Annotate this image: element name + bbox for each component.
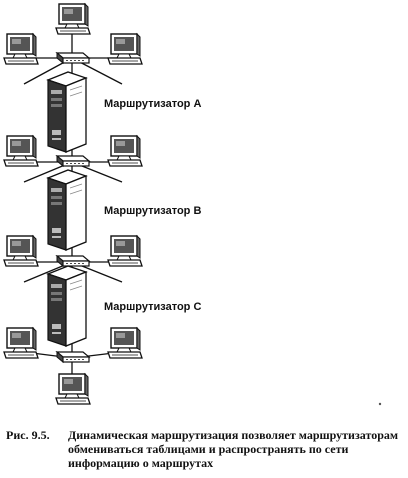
- speck: [378, 402, 382, 406]
- workstation-icon: [3, 33, 39, 65]
- workstation-icon: [107, 33, 143, 65]
- router-b-label: Маршрутизатор B: [104, 205, 202, 217]
- workstation-icon: [107, 327, 143, 359]
- workstation-icon: [3, 327, 39, 359]
- router-b-icon: [47, 169, 87, 251]
- hub-icon: [56, 255, 90, 267]
- hub-icon: [56, 351, 90, 363]
- caption-number: Рис. 9.5.: [6, 428, 50, 442]
- router-a-label: Маршрутизатор A: [104, 98, 202, 110]
- network-diagram: [3, 3, 382, 406]
- workstation-icon: [55, 3, 91, 35]
- workstation-icon: [107, 235, 143, 267]
- workstation-icon: [55, 373, 91, 405]
- router-c-label: Маршрутизатор C: [104, 301, 202, 313]
- workstation-icon: [3, 235, 39, 267]
- hub-icon: [56, 52, 90, 64]
- caption-text: Динамическая маршрутизация позволяет мар…: [68, 428, 399, 470]
- workstation-icon: [3, 135, 39, 167]
- router-a-icon: [47, 71, 87, 153]
- workstation-icon: [107, 135, 143, 167]
- hub-icon: [56, 155, 90, 167]
- router-c-icon: [47, 265, 87, 347]
